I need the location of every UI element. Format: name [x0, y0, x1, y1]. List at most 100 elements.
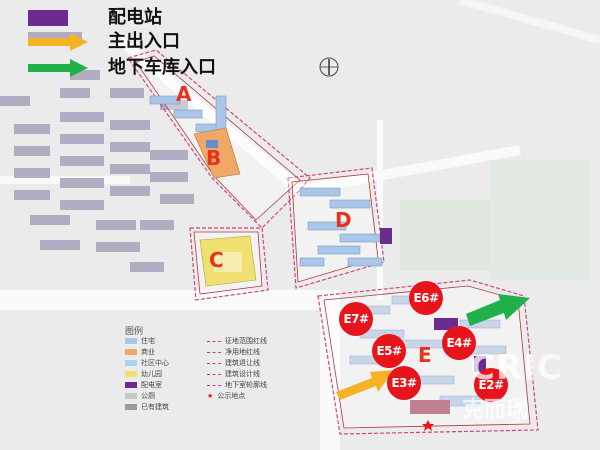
existing-building [110, 164, 150, 174]
existing-building [14, 146, 50, 156]
existing-building [14, 190, 50, 200]
map-legend-label: 建筑退让线 [225, 359, 260, 367]
main-entrance-arrow [336, 370, 394, 400]
map-legend-label: 社区中心 [141, 359, 169, 367]
site-boundary-d [287, 167, 385, 289]
substation-d [380, 228, 392, 244]
facility-building-e [410, 400, 450, 414]
legend-garage-entrance-label: 地下车库入口 [108, 57, 216, 78]
green-arrow-icon [28, 59, 88, 77]
site-boundary-c [189, 227, 269, 301]
map-legend-line [207, 340, 221, 342]
map-legend: 图例 住宅商业社区中心幼儿园配电室公厕已有建筑征地范围红线净用地红线建筑退让线建… [115, 318, 325, 414]
existing-building [60, 156, 104, 166]
notice-point-e4[interactable]: E4# [442, 326, 476, 360]
map-legend-title: 图例 [125, 327, 144, 337]
map-legend-item: 公厕 [125, 391, 155, 400]
green-area [400, 200, 490, 270]
legend-main-entrance-label: 主出入口 [108, 31, 180, 52]
existing-building [110, 186, 150, 196]
map-legend-label: 地下室轮廓线 [225, 381, 267, 389]
existing-building [28, 32, 82, 42]
map-legend-item: 社区中心 [125, 358, 169, 367]
map-legend-label: 征地范围红线 [225, 337, 267, 345]
kindergarten-yard-c [214, 252, 242, 272]
zone-label-d: D [335, 208, 352, 232]
map-legend-line [207, 362, 221, 364]
existing-building [150, 172, 188, 182]
map-legend-item: ★公示地点 [207, 391, 245, 400]
community-center-b [206, 140, 218, 148]
substation-swatch [28, 10, 68, 26]
legend-main-entrance: 主出入口 [28, 30, 278, 54]
residential-building-d [299, 187, 341, 197]
residential-building-d [339, 233, 381, 243]
site-boundary-e [317, 279, 539, 435]
map-legend-item: 幼儿园 [125, 369, 162, 378]
map-legend-swatch [125, 404, 137, 410]
existing-building [150, 150, 188, 160]
commercial-building-b [193, 127, 241, 179]
map-legend-item: 净用地红线 [207, 347, 260, 356]
map-legend-item: 建筑设计线 [207, 369, 260, 378]
notice-star-icon [422, 420, 434, 431]
map-legend-item: 已有建筑 [125, 402, 169, 411]
green-area [490, 160, 590, 280]
existing-building [60, 88, 90, 98]
zone-label-b: B [206, 146, 222, 170]
map-legend-label: 公示地点 [217, 392, 246, 400]
watermark-logo: CRIC [470, 348, 563, 388]
existing-building [40, 240, 80, 250]
map-legend-item: 地下室轮廓线 [207, 380, 267, 389]
existing-building [14, 168, 50, 178]
site-boundary-ab [127, 49, 311, 229]
map-legend-swatch [125, 382, 137, 388]
existing-building [14, 124, 50, 134]
notice-point-e5[interactable]: E5# [372, 334, 406, 368]
map-legend-swatch [125, 371, 137, 377]
map-legend-label: 住宅 [141, 337, 155, 345]
notice-point-e2[interactable]: E2# [474, 368, 508, 402]
map-legend-label: 幼儿园 [141, 370, 162, 378]
residential-building-a [149, 95, 181, 105]
residential-building-d [329, 199, 371, 209]
existing-building [140, 220, 174, 230]
existing-building [60, 112, 104, 122]
existing-building [60, 200, 104, 210]
north-arrow-icon [319, 57, 339, 77]
existing-building [160, 100, 188, 110]
star-icon: ★ [207, 392, 214, 400]
notice-point-e7[interactable]: E7# [339, 302, 373, 336]
existing-building [130, 262, 164, 272]
existing-building [110, 88, 144, 98]
map-legend-label: 建筑设计线 [225, 370, 260, 378]
existing-building [160, 194, 194, 204]
map-legend-swatch [125, 393, 137, 399]
legend-garage-entrance: 地下车库入口 [28, 56, 278, 80]
notice-point-e6[interactable]: E6# [409, 281, 443, 315]
existing-building [60, 178, 104, 188]
existing-building [110, 142, 150, 152]
map-legend-label: 公厕 [141, 392, 155, 400]
existing-building [110, 120, 150, 130]
residential-building-d [347, 257, 383, 267]
legend-substation: 配电站 [28, 6, 278, 30]
orange-arrow-icon [28, 33, 88, 51]
map-legend-swatch [125, 338, 137, 344]
map-legend-line [207, 373, 221, 375]
map-legend-item: 建筑退让线 [207, 358, 260, 367]
residential-building-a [173, 109, 203, 119]
zone-label-c: C [209, 248, 224, 272]
notice-point-e3[interactable]: E3# [387, 366, 421, 400]
watermark-subtext: 克而瑞 [462, 398, 529, 423]
legend-substation-label: 配电站 [108, 7, 162, 28]
map-legend-item: 征地范围红线 [207, 336, 267, 345]
residential-building-d [299, 257, 325, 267]
map-legend-label: 商业 [141, 348, 155, 356]
map-legend-item: 住宅 [125, 336, 155, 345]
zone-label-a: A [176, 82, 192, 106]
substation-e2 [474, 356, 486, 372]
existing-building [96, 220, 136, 230]
existing-building [96, 242, 140, 252]
